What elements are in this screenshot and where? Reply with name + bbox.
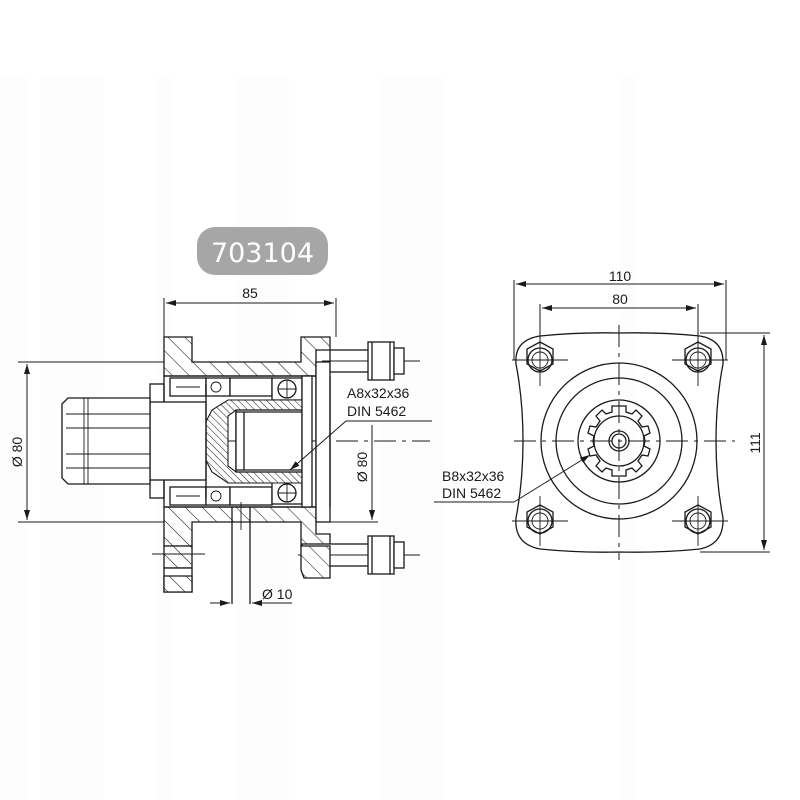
svg-text:111: 111 bbox=[747, 432, 763, 453]
dimension-diameter-80-right: Ø 80 bbox=[330, 425, 378, 523]
svg-text:A8x32x36: A8x32x36 bbox=[347, 385, 409, 401]
housing-lower-left-lug bbox=[163, 545, 193, 569]
part-number-badge: 703104 bbox=[197, 227, 328, 275]
top-bearing-row bbox=[169, 377, 303, 401]
nut-bottom-left bbox=[512, 496, 568, 546]
hub-bore bbox=[235, 409, 303, 473]
nut-top-right bbox=[672, 340, 728, 386]
svg-text:Ø 80: Ø 80 bbox=[9, 437, 25, 468]
spline-callout-b: B8x32x36 DIN 5462 bbox=[434, 454, 591, 503]
front-flange-outline bbox=[515, 332, 724, 553]
svg-text:85: 85 bbox=[242, 285, 258, 301]
hub-ring bbox=[577, 399, 661, 483]
svg-text:Ø 10: Ø 10 bbox=[262, 586, 293, 602]
outer-ring bbox=[540, 362, 698, 520]
dimension-width-110: 110 bbox=[513, 268, 727, 360]
spline-callout-a: A8x32x36 DIN 5462 bbox=[289, 385, 432, 471]
svg-text:DIN 5462: DIN 5462 bbox=[442, 485, 501, 501]
bottom-bearing-row bbox=[169, 481, 303, 506]
side-section-view: 85 Ø 80 Ø 80 Ø 10 A8x32x36 DIN 5462 bbox=[9, 285, 432, 606]
dimension-bolt-spacing-80: 80 bbox=[539, 291, 699, 345]
dimension-diameter-10: Ø 10 bbox=[210, 586, 293, 606]
middle-ring bbox=[555, 377, 683, 505]
lower-left-lug-hatch bbox=[163, 575, 193, 593]
svg-text:DIN 5462: DIN 5462 bbox=[347, 403, 406, 419]
nut-top-left bbox=[512, 340, 568, 386]
svg-text:110: 110 bbox=[609, 268, 632, 284]
svg-text:B8x32x36: B8x32x36 bbox=[442, 468, 504, 484]
nut-bottom-right bbox=[672, 496, 728, 546]
right-bearing-cap bbox=[301, 375, 313, 508]
right-flange bbox=[315, 361, 331, 523]
svg-text:Ø 80: Ø 80 bbox=[354, 452, 370, 483]
svg-text:80: 80 bbox=[612, 291, 628, 307]
dimension-height-111: 111 bbox=[700, 332, 770, 553]
input-shaft-block bbox=[149, 401, 207, 481]
splined-input-shaft bbox=[61, 397, 151, 485]
internal-spline bbox=[587, 405, 651, 477]
part-number-text: 703104 bbox=[211, 238, 314, 269]
front-view: 110 80 111 B8x32x36 DIN 5462 bbox=[434, 268, 770, 560]
dimension-diameter-80-left: Ø 80 bbox=[9, 361, 164, 523]
housing-lower-right-lug bbox=[300, 545, 331, 579]
drain-port bbox=[231, 502, 251, 604]
upper-bolt bbox=[322, 341, 420, 381]
dimension-length-85: 85 bbox=[163, 285, 337, 337]
